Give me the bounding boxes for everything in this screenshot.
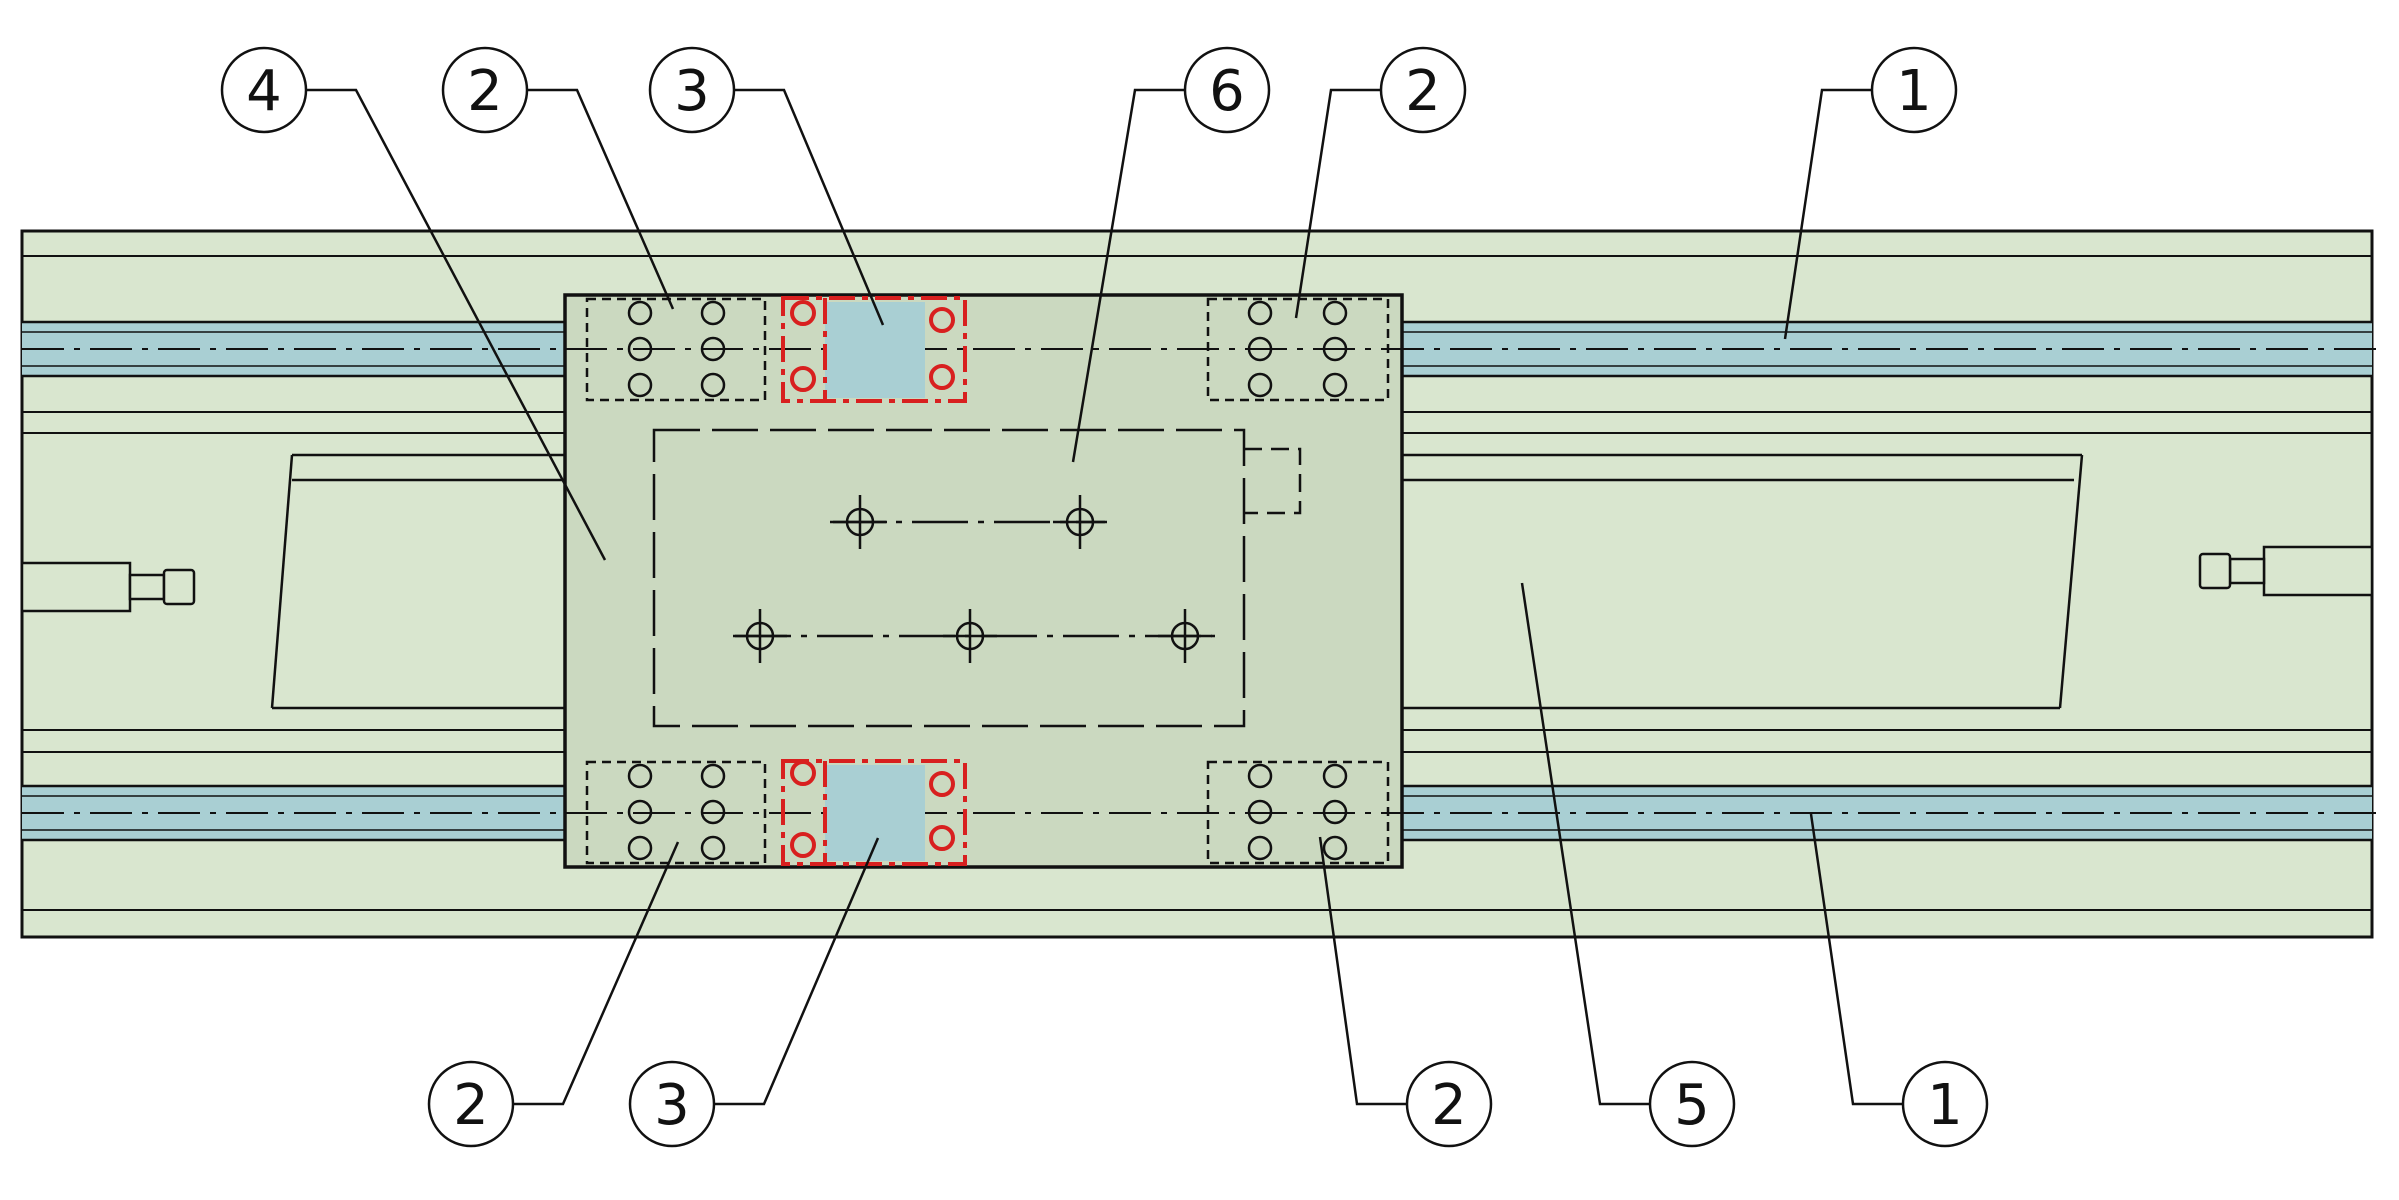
svg-text:3: 3 <box>674 59 710 124</box>
highlight-block-top <box>781 296 967 403</box>
svg-text:4: 4 <box>246 59 282 124</box>
hole-5 <box>1158 609 1212 663</box>
callout-1-bottom: 1 <box>1809 813 1989 1148</box>
mounting-holes <box>733 495 1215 663</box>
callouts: 4 2 3 6 2 1 2 <box>220 46 1989 1148</box>
svg-text:1: 1 <box>1896 59 1932 124</box>
hole-2 <box>1053 495 1107 549</box>
callout-6-top: 6 <box>1071 46 1271 463</box>
callout-2-top-right: 2 <box>1294 46 1467 319</box>
guide-carriage-top-left <box>585 297 767 402</box>
svg-text:1: 1 <box>1927 1073 1963 1138</box>
callout-3-bottom: 3 <box>628 837 880 1148</box>
payload-outline <box>652 428 1302 728</box>
hole-4 <box>943 609 997 663</box>
callout-5-bottom: 5 <box>1520 582 1736 1148</box>
highlight-block-bottom <box>781 759 967 866</box>
guide-carriage-bottom-left <box>585 760 767 865</box>
svg-text:5: 5 <box>1674 1073 1710 1138</box>
callout-2-top-left: 2 <box>441 46 675 310</box>
callout-4-top: 4 <box>220 46 607 561</box>
callout-1-top: 1 <box>1783 46 1958 340</box>
svg-text:2: 2 <box>467 59 503 124</box>
svg-text:2: 2 <box>453 1073 489 1138</box>
hole-1 <box>833 495 887 549</box>
svg-text:2: 2 <box>1431 1073 1467 1138</box>
callout-3-top: 3 <box>648 46 885 326</box>
carriage-plate <box>563 293 1404 869</box>
guide-carriages <box>585 297 1390 865</box>
highlighted-blocks <box>781 296 967 866</box>
left-end-stop <box>20 561 196 613</box>
svg-text:2: 2 <box>1405 59 1441 124</box>
guide-carriage-bottom-right <box>1206 760 1390 865</box>
hole-3 <box>733 609 787 663</box>
right-end-stop <box>2198 545 2374 597</box>
callout-2-bottom-right: 2 <box>1318 836 1493 1148</box>
svg-text:3: 3 <box>654 1073 690 1138</box>
callout-2-bottom-left: 2 <box>427 841 680 1148</box>
svg-text:6: 6 <box>1209 59 1245 124</box>
